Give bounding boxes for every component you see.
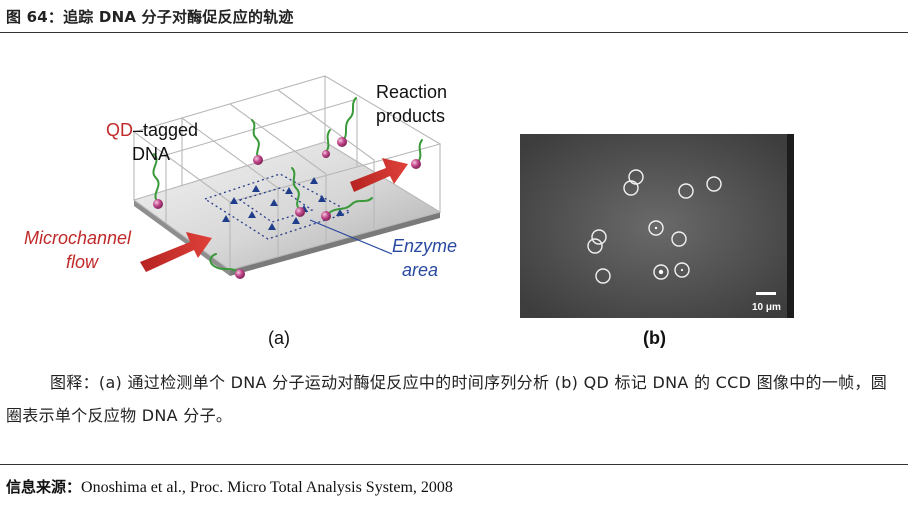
enzyme-markers [222,177,344,230]
channel-floor-edge-right [230,212,440,276]
molecule-circles [587,169,722,284]
flow-label: flow [66,252,99,272]
area-label: area [402,260,438,280]
qd-beads [153,137,421,279]
enzyme-label: Enzyme [392,236,457,256]
panel-a-diagram: Reaction products QD–tagged DNA Microcha… [24,75,457,348]
panel-b-ccd-image: 10 μm (b) [520,134,794,348]
molecule-spots [654,226,684,275]
ccd-frame [520,134,794,318]
channel-floor-edge [134,200,230,276]
qd-suffix: –tagged [133,120,198,140]
source-label: 信息来源： [6,478,82,496]
dna-strands [152,97,423,273]
panel-b-label: (b) [643,328,666,348]
source-text: Onoshima et al., Proc. Micro Total Analy… [81,479,453,496]
figure-caption: 图释：(a) 通过检测单个 DNA 分子运动对酶促反应中的时间序列分析 (b) … [6,373,888,425]
enzyme-leader-line [309,219,393,255]
bottom-rule [0,464,908,465]
dna-label: DNA [132,144,170,164]
outflow-arrow [350,158,408,192]
inflow-arrow [140,232,212,272]
ccd-right-border [787,134,794,318]
top-rule [0,32,908,33]
channel-wireframe [132,75,442,271]
scale-bar [756,292,776,295]
source-line: 信息来源：Onoshima et al., Proc. Micro Total … [6,476,453,497]
qd-prefix: QD [106,120,133,140]
scale-bar-label: 10 μm [752,302,781,313]
enzyme-area-outline [203,173,352,240]
qd-tagged-label: QD–tagged [106,120,198,140]
panel-a-label: (a) [268,328,290,348]
figure-title: 图 64：追踪 DNA 分子对酶促反应的轨迹 [6,8,294,26]
microchannel-label: Microchannel [24,228,132,248]
reaction-products-label-2: products [376,106,445,126]
reaction-products-label-1: Reaction [376,82,447,102]
figure-diagram: Reaction products QD–tagged DNA Microcha… [24,75,794,348]
